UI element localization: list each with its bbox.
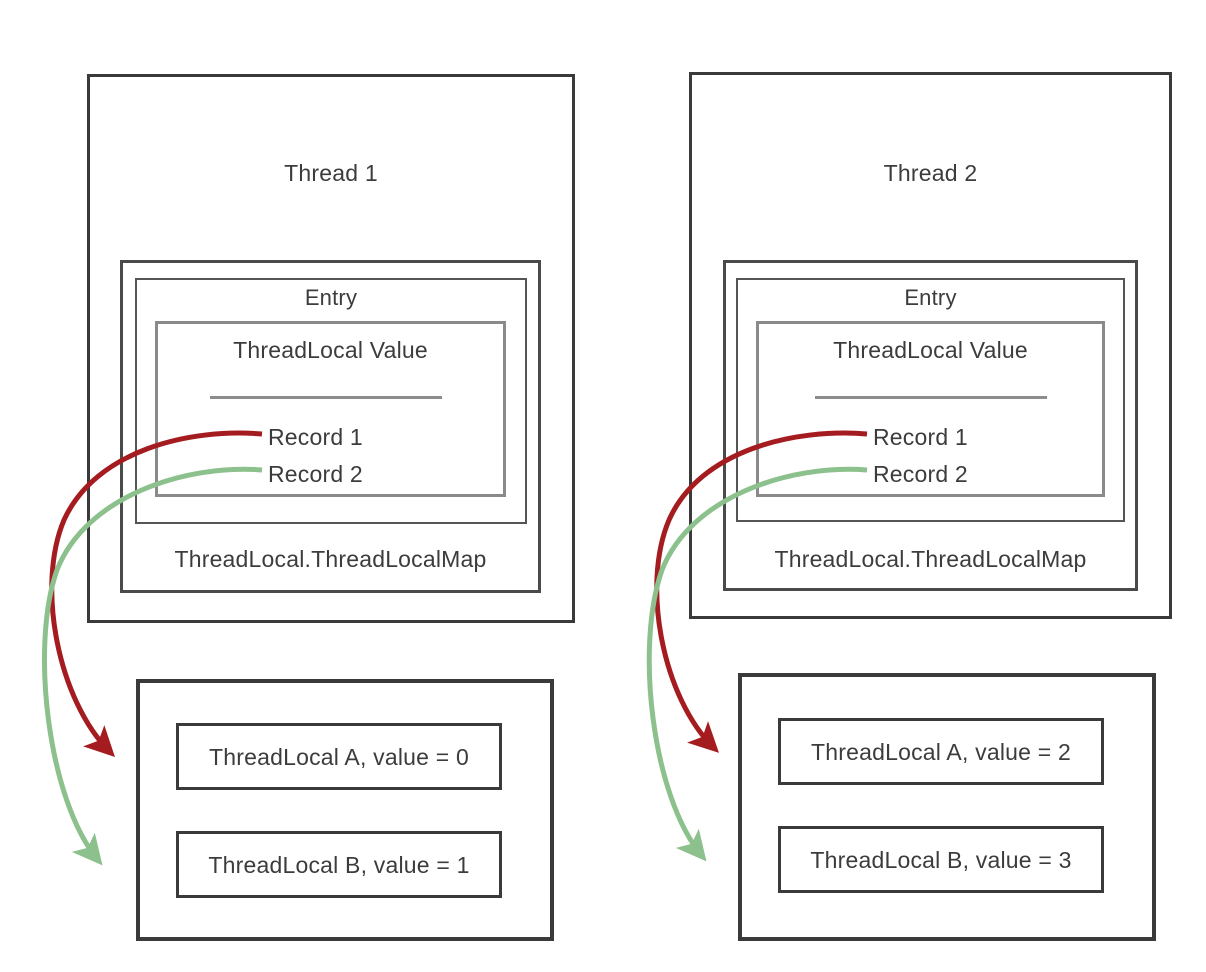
thread-2-store-container bbox=[738, 673, 1156, 941]
thread-1-map-title: ThreadLocal.ThreadLocalMap bbox=[174, 546, 487, 572]
thread-1-store-item-b-label: ThreadLocal B, value = 1 bbox=[208, 852, 470, 878]
thread-1-entry-container bbox=[135, 278, 527, 524]
thread-1-threadlocalmap-container bbox=[120, 260, 541, 593]
thread-2-entry-container bbox=[736, 278, 1125, 522]
thread-2-map-title: ThreadLocal.ThreadLocalMap bbox=[774, 546, 1087, 572]
thread-2-value-header: ThreadLocal Value bbox=[833, 337, 1028, 363]
thread-2-container bbox=[689, 72, 1172, 619]
thread-1-record-1-label: Record 1 bbox=[268, 424, 363, 450]
thread-1-value-header: ThreadLocal Value bbox=[233, 337, 428, 363]
thread-2-value-divider bbox=[815, 396, 1047, 399]
thread-1-entry-title: Entry bbox=[304, 285, 358, 310]
thread-1-title: Thread 1 bbox=[284, 160, 378, 186]
thread-1-store-item-a-label: ThreadLocal A, value = 0 bbox=[209, 744, 469, 770]
thread-1-value-container bbox=[155, 321, 506, 497]
thread-1-container bbox=[87, 74, 575, 623]
thread-1-value-divider bbox=[210, 396, 442, 399]
thread-2-record-1-label: Record 1 bbox=[873, 424, 968, 450]
thread-1-store-container bbox=[136, 679, 554, 941]
thread-1-store-item-b bbox=[176, 831, 502, 898]
thread-1-record-2-label: Record 2 bbox=[268, 461, 363, 487]
thread-2-store-item-b bbox=[778, 826, 1104, 893]
thread-2-title: Thread 2 bbox=[883, 160, 978, 186]
thread-2-threadlocalmap-container bbox=[723, 260, 1138, 591]
thread-2-record-2-label: Record 2 bbox=[873, 461, 968, 487]
thread-2-value-container bbox=[756, 321, 1105, 497]
thread-2-store-item-b-label: ThreadLocal B, value = 3 bbox=[810, 847, 1072, 873]
thread-2-entry-title: Entry bbox=[904, 285, 957, 310]
thread-2-store-item-a-label: ThreadLocal A, value = 2 bbox=[811, 739, 1071, 765]
